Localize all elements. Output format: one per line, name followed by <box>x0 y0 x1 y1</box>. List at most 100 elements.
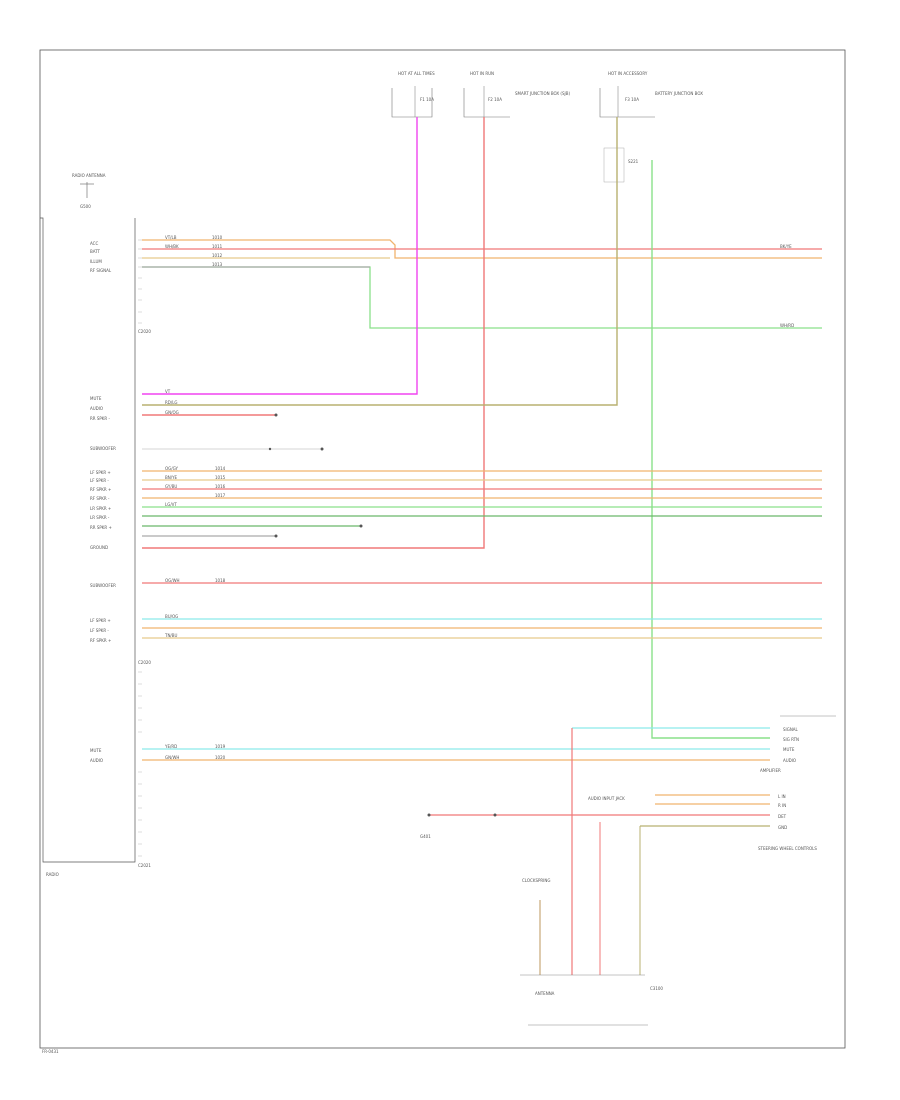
svg-text:1011: 1011 <box>212 244 223 249</box>
svg-text:AUDIO: AUDIO <box>783 758 796 763</box>
radio-module: RADIO C2020 C2020 C2021 <box>40 217 151 877</box>
svg-text:CLOCKSPRING: CLOCKSPRING <box>522 878 550 883</box>
circuit-number-labels: 1010 1011 1012 1013 1014 1015 1016 1017 … <box>212 235 226 760</box>
svg-text:AUDIO INPUT JACK: AUDIO INPUT JACK <box>588 796 625 801</box>
svg-text:LR SPKR +: LR SPKR + <box>90 506 111 511</box>
svg-text:AMPLIFIER: AMPLIFIER <box>760 768 781 773</box>
radio-antenna: RADIO ANTENNA G500 <box>72 173 106 209</box>
svg-text:SMART JUNCTION BOX (SJB): SMART JUNCTION BOX (SJB) <box>515 91 570 96</box>
svg-text:VT/LB: VT/LB <box>165 235 177 240</box>
wire-acc <box>142 239 822 259</box>
svg-text:1018: 1018 <box>215 578 226 583</box>
svg-text:LR SPKR -: LR SPKR - <box>90 515 110 520</box>
svg-text:RADIO ANTENNA: RADIO ANTENNA <box>72 173 106 178</box>
svg-text:F2 10A: F2 10A <box>488 97 502 102</box>
wire-green-feed <box>651 160 770 739</box>
svg-text:1015: 1015 <box>215 475 226 480</box>
svg-text:BK/YE: BK/YE <box>780 244 792 249</box>
svg-text:LF SPKR -: LF SPKR - <box>90 628 109 633</box>
svg-text:BU/OG: BU/OG <box>165 614 178 619</box>
svg-text:MUTE: MUTE <box>90 396 102 401</box>
mute-audio-wires <box>142 727 770 975</box>
svg-text:WH/RD: WH/RD <box>780 323 794 328</box>
svg-text:1020: 1020 <box>215 755 226 760</box>
clockspring: CLOCKSPRING ANTENNA C3100 <box>520 878 663 1026</box>
svg-text:SUBWOOFER: SUBWOOFER <box>90 583 116 588</box>
svg-text:RF SPKR +: RF SPKR + <box>90 638 111 643</box>
module-conn-mid: C2020 <box>138 660 151 665</box>
svg-text:RF SPKR +: RF SPKR + <box>90 487 111 492</box>
svg-text:BATT: BATT <box>90 249 101 254</box>
svg-text:MUTE: MUTE <box>90 748 102 753</box>
svg-text:ANTENNA: ANTENNA <box>535 991 555 996</box>
svg-text:RR SPKR +: RR SPKR + <box>90 525 112 530</box>
svg-text:ACC: ACC <box>90 241 98 246</box>
svg-text:GY/BU: GY/BU <box>165 484 177 489</box>
svg-text:TN/BU: TN/BU <box>164 633 178 638</box>
svg-text:SUBWOOFER: SUBWOOFER <box>90 446 116 451</box>
svg-text:F1 10A: F1 10A <box>420 97 434 102</box>
svg-text:HOT AT ALL TIMES: HOT AT ALL TIMES <box>398 71 435 76</box>
svg-text:L IN: L IN <box>778 794 786 799</box>
wire-red-feed <box>142 117 485 549</box>
svg-text:HOT IN RUN: HOT IN RUN <box>470 71 494 76</box>
svg-text:MUTE: MUTE <box>783 747 795 752</box>
svg-text:RD/LG: RD/LG <box>165 400 178 405</box>
svg-text:GROUND: GROUND <box>90 545 108 550</box>
svg-text:1016: 1016 <box>215 484 226 489</box>
svg-text:GN/WH: GN/WH <box>165 755 179 760</box>
pin-ticks <box>138 239 142 857</box>
svg-text:F3 10A: F3 10A <box>625 97 639 102</box>
svg-text:YE/RD: YE/RD <box>164 744 177 749</box>
wire-rf-signal <box>142 266 822 329</box>
svg-text:GND: GND <box>778 825 787 830</box>
svg-text:HOT IN ACCESSORY: HOT IN ACCESSORY <box>608 71 648 76</box>
svg-text:LF SPKR +: LF SPKR + <box>90 470 111 475</box>
svg-text:BATTERY JUNCTION BOX: BATTERY JUNCTION BOX <box>655 91 703 96</box>
svg-text:RF SPKR -: RF SPKR - <box>90 496 110 501</box>
svg-text:1019: 1019 <box>215 744 226 749</box>
svg-text:WH/BK: WH/BK <box>165 244 179 249</box>
svg-text:AUDIO: AUDIO <box>90 406 103 411</box>
svg-text:1010: 1010 <box>212 235 223 240</box>
pin-labels: ACC BATT ILLUM RF SIGNAL MUTE AUDIO RR S… <box>90 241 116 763</box>
svg-text:RF SIGNAL: RF SIGNAL <box>90 268 112 273</box>
svg-text:STEERING WHEEL CONTROLS: STEERING WHEEL CONTROLS <box>758 846 817 851</box>
audio-input-labels: L IN R IN DET GND AUDIO INPUT JACK STEER… <box>420 794 817 851</box>
module-name: RADIO <box>46 872 59 877</box>
svg-text:SIG RTN: SIG RTN <box>783 737 799 742</box>
amplifier-connector: SIGNAL SIG RTN MUTE AUDIO AMPLIFIER <box>760 715 836 773</box>
svg-text:ILLUM: ILLUM <box>90 259 102 264</box>
svg-text:GN/OG: GN/OG <box>165 410 179 415</box>
wire-magenta-feed <box>142 117 418 395</box>
svg-text:LF SPKR +: LF SPKR + <box>90 618 111 623</box>
svg-text:R IN: R IN <box>778 803 786 808</box>
svg-text:S221: S221 <box>628 159 639 164</box>
svg-text:LF SPKR -: LF SPKR - <box>90 478 109 483</box>
module-conn-top: C2020 <box>138 329 151 334</box>
svg-text:LG/VT: LG/VT <box>165 502 177 507</box>
svg-text:DET: DET <box>778 814 787 819</box>
speaker-wires <box>142 448 822 639</box>
fuse-box-mid: HOT IN RUN F2 10A SMART JUNCTION BOX (SJ… <box>463 71 570 118</box>
svg-text:VT: VT <box>165 389 171 394</box>
svg-text:G500: G500 <box>80 204 91 209</box>
svg-text:1014: 1014 <box>215 466 226 471</box>
svg-text:1017: 1017 <box>215 493 226 498</box>
svg-text:AUDIO: AUDIO <box>90 758 103 763</box>
diagram-frame <box>39 49 846 1049</box>
svg-text:RR SPKR -: RR SPKR - <box>90 416 110 421</box>
module-conn-bottom: C2021 <box>138 863 151 868</box>
svg-text:1012: 1012 <box>212 253 223 258</box>
splice-box: S221 <box>603 147 639 183</box>
page-code: FR-0431 <box>42 1049 59 1054</box>
audio-input-wires <box>430 794 770 975</box>
wire-olive-feed <box>142 117 618 406</box>
fuse-feeds <box>142 117 770 739</box>
svg-text:OG/GY: OG/GY <box>165 466 178 471</box>
svg-text:1013: 1013 <box>212 262 223 267</box>
fuse-box-left: HOT AT ALL TIMES F1 10A <box>391 71 435 118</box>
wire-code-labels: VT RD/LG GN/OG VT/LB WH/BK OG/GY BN/YE G… <box>164 235 794 760</box>
svg-text:SIGNAL: SIGNAL <box>783 727 799 732</box>
